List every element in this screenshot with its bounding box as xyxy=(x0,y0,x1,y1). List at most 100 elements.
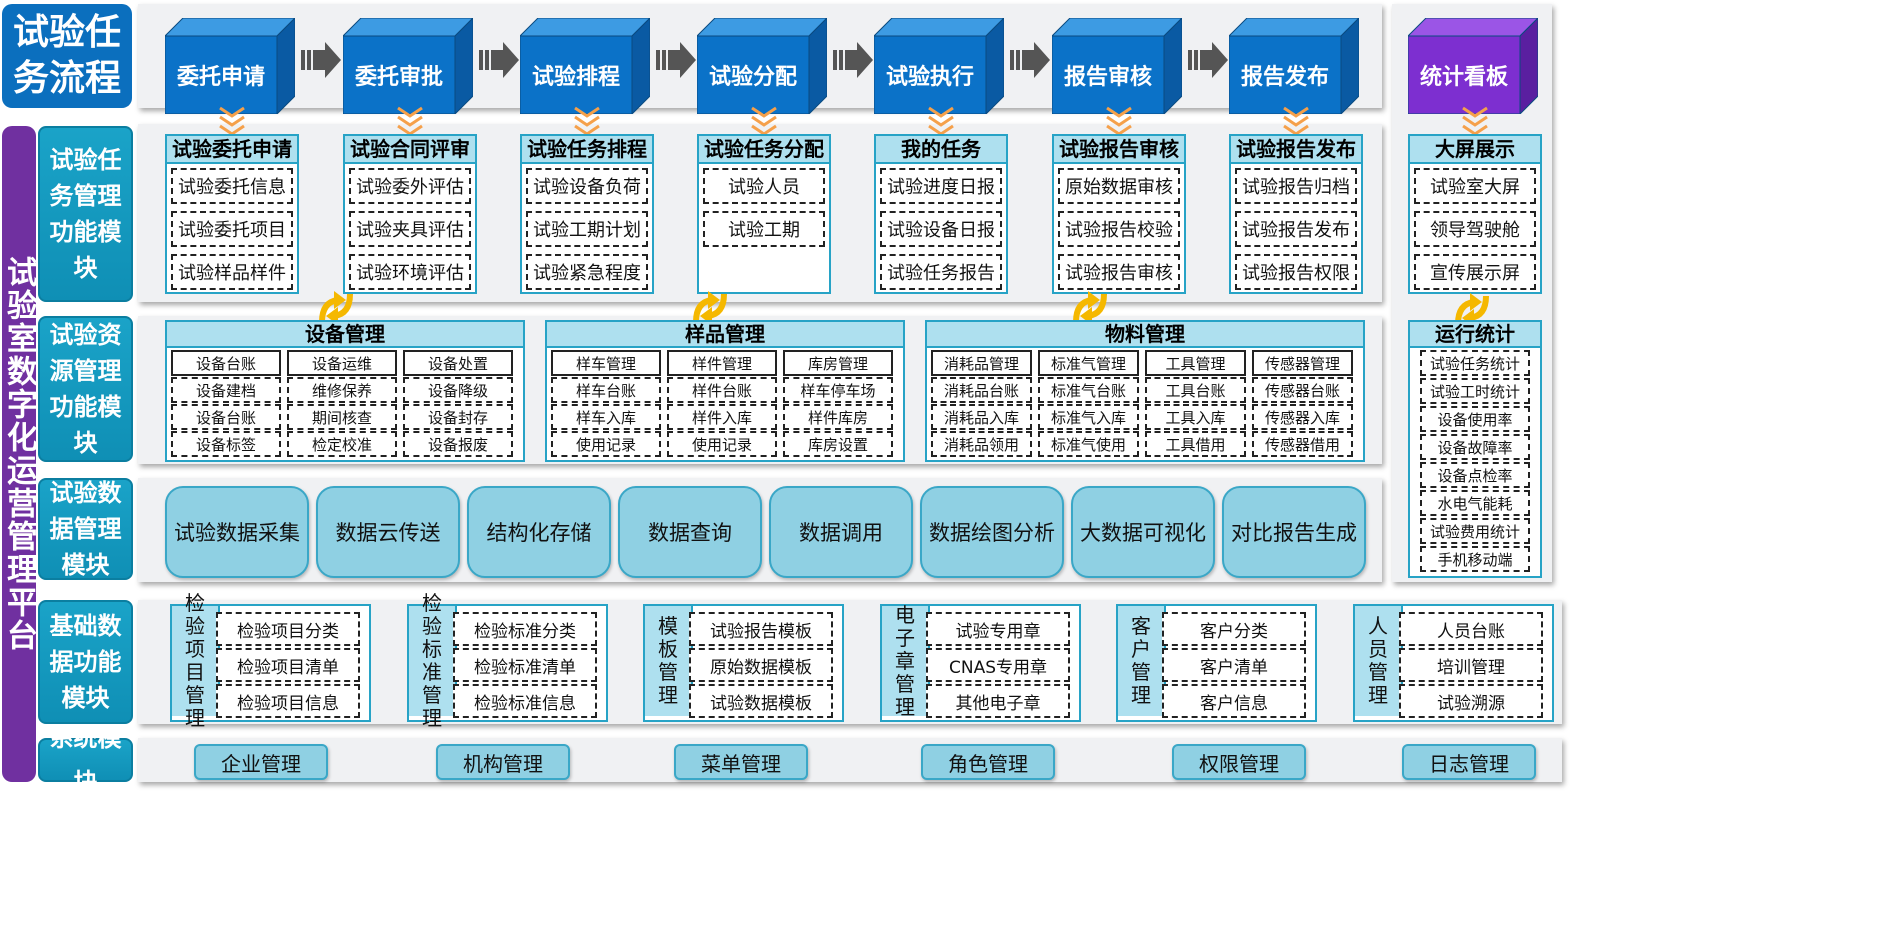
task-item[interactable]: 试验设备负荷 xyxy=(526,168,648,204)
resource-item[interactable]: 标准气使用 xyxy=(1038,431,1139,457)
base-item[interactable]: 试验数据模板 xyxy=(689,684,833,718)
run-stats-item[interactable]: 试验工时统计 xyxy=(1420,378,1530,404)
base-item[interactable]: 客户分类 xyxy=(1162,612,1306,646)
stats-board-box[interactable]: 统计看板 xyxy=(1408,18,1538,114)
run-stats-item[interactable]: 试验费用统计 xyxy=(1420,518,1530,544)
task-item[interactable]: 试验工期 xyxy=(703,211,825,247)
task-item[interactable]: 原始数据审核 xyxy=(1058,168,1180,204)
resource-item[interactable]: 使用记录 xyxy=(667,431,777,457)
base-item[interactable]: 检验项目清单 xyxy=(216,648,360,682)
process-step-4[interactable]: 试验分配 xyxy=(697,18,827,114)
resource-item[interactable]: 样车入库 xyxy=(551,404,661,430)
resource-item[interactable]: 期间核查 xyxy=(287,404,397,430)
base-item[interactable]: 试验报告模板 xyxy=(689,612,833,646)
resource-item[interactable]: 标准气入库 xyxy=(1038,404,1139,430)
task-item[interactable]: 试验报告权限 xyxy=(1235,254,1357,290)
system-pill-2[interactable]: 机构管理 xyxy=(436,744,570,780)
resource-item[interactable]: 库房设置 xyxy=(783,431,893,457)
base-item[interactable]: 人员台账 xyxy=(1399,612,1543,646)
resource-subheader[interactable]: 标准气管理 xyxy=(1038,350,1139,376)
data-pill-7[interactable]: 大数据可视化 xyxy=(1071,486,1215,578)
base-item[interactable]: 检验项目信息 xyxy=(216,684,360,718)
resource-item[interactable]: 消耗品台账 xyxy=(931,377,1032,403)
data-pill-3[interactable]: 结构化存储 xyxy=(467,486,611,578)
task-item[interactable]: 试验报告审核 xyxy=(1058,254,1180,290)
process-step-3[interactable]: 试验排程 xyxy=(520,18,650,114)
resource-subheader[interactable]: 消耗品管理 xyxy=(931,350,1032,376)
base-item[interactable]: 其他电子章 xyxy=(926,684,1070,718)
resource-item[interactable]: 样车停车场 xyxy=(783,377,893,403)
base-item[interactable]: 客户信息 xyxy=(1162,684,1306,718)
task-item[interactable]: 试验委托项目 xyxy=(171,211,293,247)
base-item[interactable]: 培训管理 xyxy=(1399,648,1543,682)
resource-item[interactable]: 设备建档 xyxy=(171,377,281,403)
resource-subheader[interactable]: 设备运维 xyxy=(287,350,397,376)
system-pill-3[interactable]: 菜单管理 xyxy=(674,744,808,780)
task-item[interactable]: 试验环境评估 xyxy=(349,254,471,290)
big-screen-item[interactable]: 试验室大屏 xyxy=(1414,168,1536,204)
resource-subheader[interactable]: 样车管理 xyxy=(551,350,661,376)
resource-item[interactable]: 工具借用 xyxy=(1145,431,1246,457)
data-pill-1[interactable]: 试验数据采集 xyxy=(165,486,309,578)
base-item[interactable]: 检验项目分类 xyxy=(216,612,360,646)
resource-item[interactable]: 消耗品入库 xyxy=(931,404,1032,430)
data-pill-2[interactable]: 数据云传送 xyxy=(316,486,460,578)
resource-item[interactable]: 工具台账 xyxy=(1145,377,1246,403)
resource-item[interactable]: 样件入库 xyxy=(667,404,777,430)
resource-item[interactable]: 设备降级 xyxy=(403,377,513,403)
resource-item[interactable]: 样车台账 xyxy=(551,377,661,403)
resource-item[interactable]: 样件库房 xyxy=(783,404,893,430)
process-step-7[interactable]: 报告发布 xyxy=(1229,18,1359,114)
resource-item[interactable]: 标准气台账 xyxy=(1038,377,1139,403)
task-item[interactable]: 试验设备日报 xyxy=(880,211,1002,247)
resource-subheader[interactable]: 设备处置 xyxy=(403,350,513,376)
process-step-6[interactable]: 报告审核 xyxy=(1052,18,1182,114)
task-item[interactable]: 试验报告校验 xyxy=(1058,211,1180,247)
run-stats-item[interactable]: 水电气能耗 xyxy=(1420,490,1530,516)
task-item[interactable]: 试验报告发布 xyxy=(1235,211,1357,247)
big-screen-item[interactable]: 领导驾驶舱 xyxy=(1414,211,1536,247)
resource-item[interactable]: 设备标签 xyxy=(171,431,281,457)
run-stats-item[interactable]: 手机移动端 xyxy=(1420,546,1530,572)
resource-item[interactable]: 传感器入库 xyxy=(1252,404,1353,430)
base-item[interactable]: 检验标准清单 xyxy=(453,648,597,682)
resource-item[interactable]: 维修保养 xyxy=(287,377,397,403)
system-pill-6[interactable]: 日志管理 xyxy=(1402,744,1536,780)
resource-subheader[interactable]: 库房管理 xyxy=(783,350,893,376)
task-item[interactable]: 试验紧急程度 xyxy=(526,254,648,290)
task-item[interactable]: 试验工期计划 xyxy=(526,211,648,247)
resource-item[interactable]: 使用记录 xyxy=(551,431,661,457)
base-item[interactable]: 检验标准分类 xyxy=(453,612,597,646)
resource-subheader[interactable]: 传感器管理 xyxy=(1252,350,1353,376)
base-item[interactable]: 原始数据模板 xyxy=(689,648,833,682)
big-screen-item[interactable]: 宣传展示屏 xyxy=(1414,254,1536,290)
run-stats-item[interactable]: 设备使用率 xyxy=(1420,406,1530,432)
system-pill-4[interactable]: 角色管理 xyxy=(921,744,1055,780)
resource-item[interactable]: 消耗品领用 xyxy=(931,431,1032,457)
resource-item[interactable]: 设备报废 xyxy=(403,431,513,457)
task-item[interactable]: 试验进度日报 xyxy=(880,168,1002,204)
system-pill-1[interactable]: 企业管理 xyxy=(194,744,328,780)
data-pill-8[interactable]: 对比报告生成 xyxy=(1222,486,1366,578)
task-item[interactable]: 试验委托信息 xyxy=(171,168,293,204)
resource-item[interactable]: 传感器借用 xyxy=(1252,431,1353,457)
resource-subheader[interactable]: 样件管理 xyxy=(667,350,777,376)
resource-subheader[interactable]: 设备台账 xyxy=(171,350,281,376)
base-item[interactable]: CNAS专用章 xyxy=(926,648,1070,682)
run-stats-item[interactable]: 设备故障率 xyxy=(1420,434,1530,460)
run-stats-item[interactable]: 试验任务统计 xyxy=(1420,350,1530,376)
task-item[interactable]: 试验夹具评估 xyxy=(349,211,471,247)
task-item[interactable]: 试验人员 xyxy=(703,168,825,204)
task-item[interactable]: 试验样品样件 xyxy=(171,254,293,290)
data-pill-5[interactable]: 数据调用 xyxy=(769,486,913,578)
process-step-1[interactable]: 委托申请 xyxy=(165,18,295,114)
system-pill-5[interactable]: 权限管理 xyxy=(1172,744,1306,780)
data-pill-4[interactable]: 数据查询 xyxy=(618,486,762,578)
run-stats-item[interactable]: 设备点检率 xyxy=(1420,462,1530,488)
data-pill-6[interactable]: 数据绘图分析 xyxy=(920,486,1064,578)
resource-item[interactable]: 设备封存 xyxy=(403,404,513,430)
base-item[interactable]: 试验专用章 xyxy=(926,612,1070,646)
base-item[interactable]: 客户清单 xyxy=(1162,648,1306,682)
resource-item[interactable]: 工具入库 xyxy=(1145,404,1246,430)
task-item[interactable]: 试验报告归档 xyxy=(1235,168,1357,204)
